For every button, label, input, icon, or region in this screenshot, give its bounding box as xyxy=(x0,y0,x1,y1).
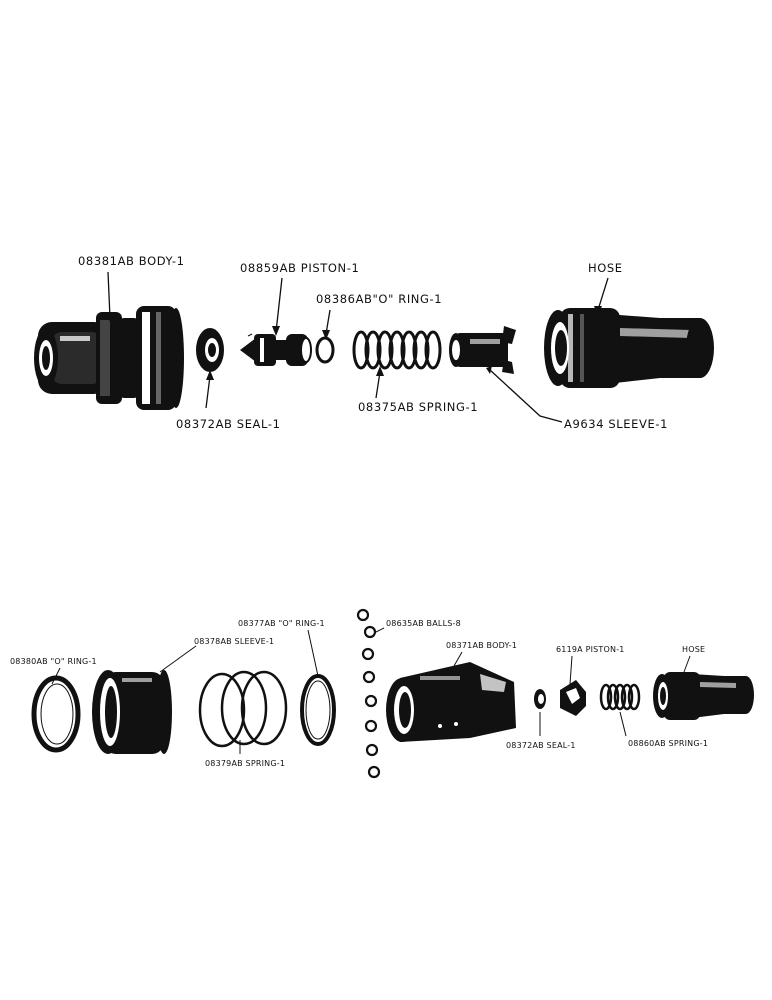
label-spring-small-bottom: 08860AB SPRING-1 xyxy=(628,739,708,748)
leader-balls-bottom xyxy=(375,627,385,633)
label-piston-top: 08859AB PISTON-1 xyxy=(240,261,359,275)
label-balls-bottom: 08635AB BALLS-8 xyxy=(386,619,461,628)
leader-sleeve-top xyxy=(489,369,563,423)
spring-small-part-bottom xyxy=(599,683,641,711)
o-ring-part-top xyxy=(315,336,335,364)
label-hose-top: HOSE xyxy=(588,261,623,275)
spring-part-bottom xyxy=(198,670,288,748)
body-part-top xyxy=(34,306,184,410)
bottom-assembly: 08380AB "O" RING-1 08378AB SLEEVE-1 0837… xyxy=(10,608,754,779)
leader-o-ring-bottom xyxy=(307,629,319,677)
label-seal-bottom: 08372AB SEAL-1 xyxy=(506,741,576,750)
label-seal-top: 08372AB SEAL-1 xyxy=(176,417,281,431)
leader-hose-bottom xyxy=(683,655,691,673)
spring-part-top xyxy=(352,330,442,370)
label-o-ring-outer-bottom: 08380AB "O" RING-1 xyxy=(10,657,97,666)
label-o-ring-top: 08386AB"O" RING-1 xyxy=(316,292,442,306)
label-sleeve-bottom: 08378AB SLEEVE-1 xyxy=(194,637,274,646)
leader-sleeve-bottom xyxy=(159,645,197,673)
piston-part-top xyxy=(240,333,312,366)
piston-part-bottom xyxy=(560,680,586,716)
label-spring-top: 08375AB SPRING-1 xyxy=(358,400,478,414)
balls-part-bottom xyxy=(356,608,381,779)
leader-hose-top xyxy=(597,277,609,311)
label-body-bottom: 08371AB BODY-1 xyxy=(446,641,517,650)
leader-spring-top xyxy=(375,371,381,399)
o-ring-part-bottom xyxy=(300,674,336,746)
leader-body-bottom xyxy=(453,651,463,667)
leader-piston-bottom xyxy=(569,655,573,685)
label-hose-bottom: HOSE xyxy=(682,645,705,654)
o-ring-outer-part-bottom xyxy=(31,675,81,753)
label-sleeve-top: A9634 SLEEVE-1 xyxy=(564,417,668,431)
body-part-bottom xyxy=(386,662,516,742)
seal-part-bottom xyxy=(534,689,546,709)
leader-body-top xyxy=(107,271,111,319)
hose-part-top xyxy=(544,308,714,388)
label-spring-bottom: 08379AB SPRING-1 xyxy=(205,759,285,768)
top-assembly: 08381AB BODY-1 08859AB PISTON-1 08386AB"… xyxy=(34,254,714,431)
label-o-ring-bottom: 08377AB "O" RING-1 xyxy=(238,619,325,628)
hose-part-bottom xyxy=(653,672,754,720)
leader-o-ring-outer-bottom xyxy=(51,667,61,685)
label-body-top: 08381AB BODY-1 xyxy=(78,254,185,268)
seal-part-top xyxy=(196,328,224,372)
leader-spring-small-bottom xyxy=(619,711,627,737)
sleeve-part-bottom xyxy=(92,670,172,754)
leader-piston-top xyxy=(275,277,283,333)
sleeve-part-top xyxy=(449,326,516,374)
label-piston-bottom: 6119A PISTON-1 xyxy=(556,645,625,654)
leader-seal-top xyxy=(205,375,211,409)
